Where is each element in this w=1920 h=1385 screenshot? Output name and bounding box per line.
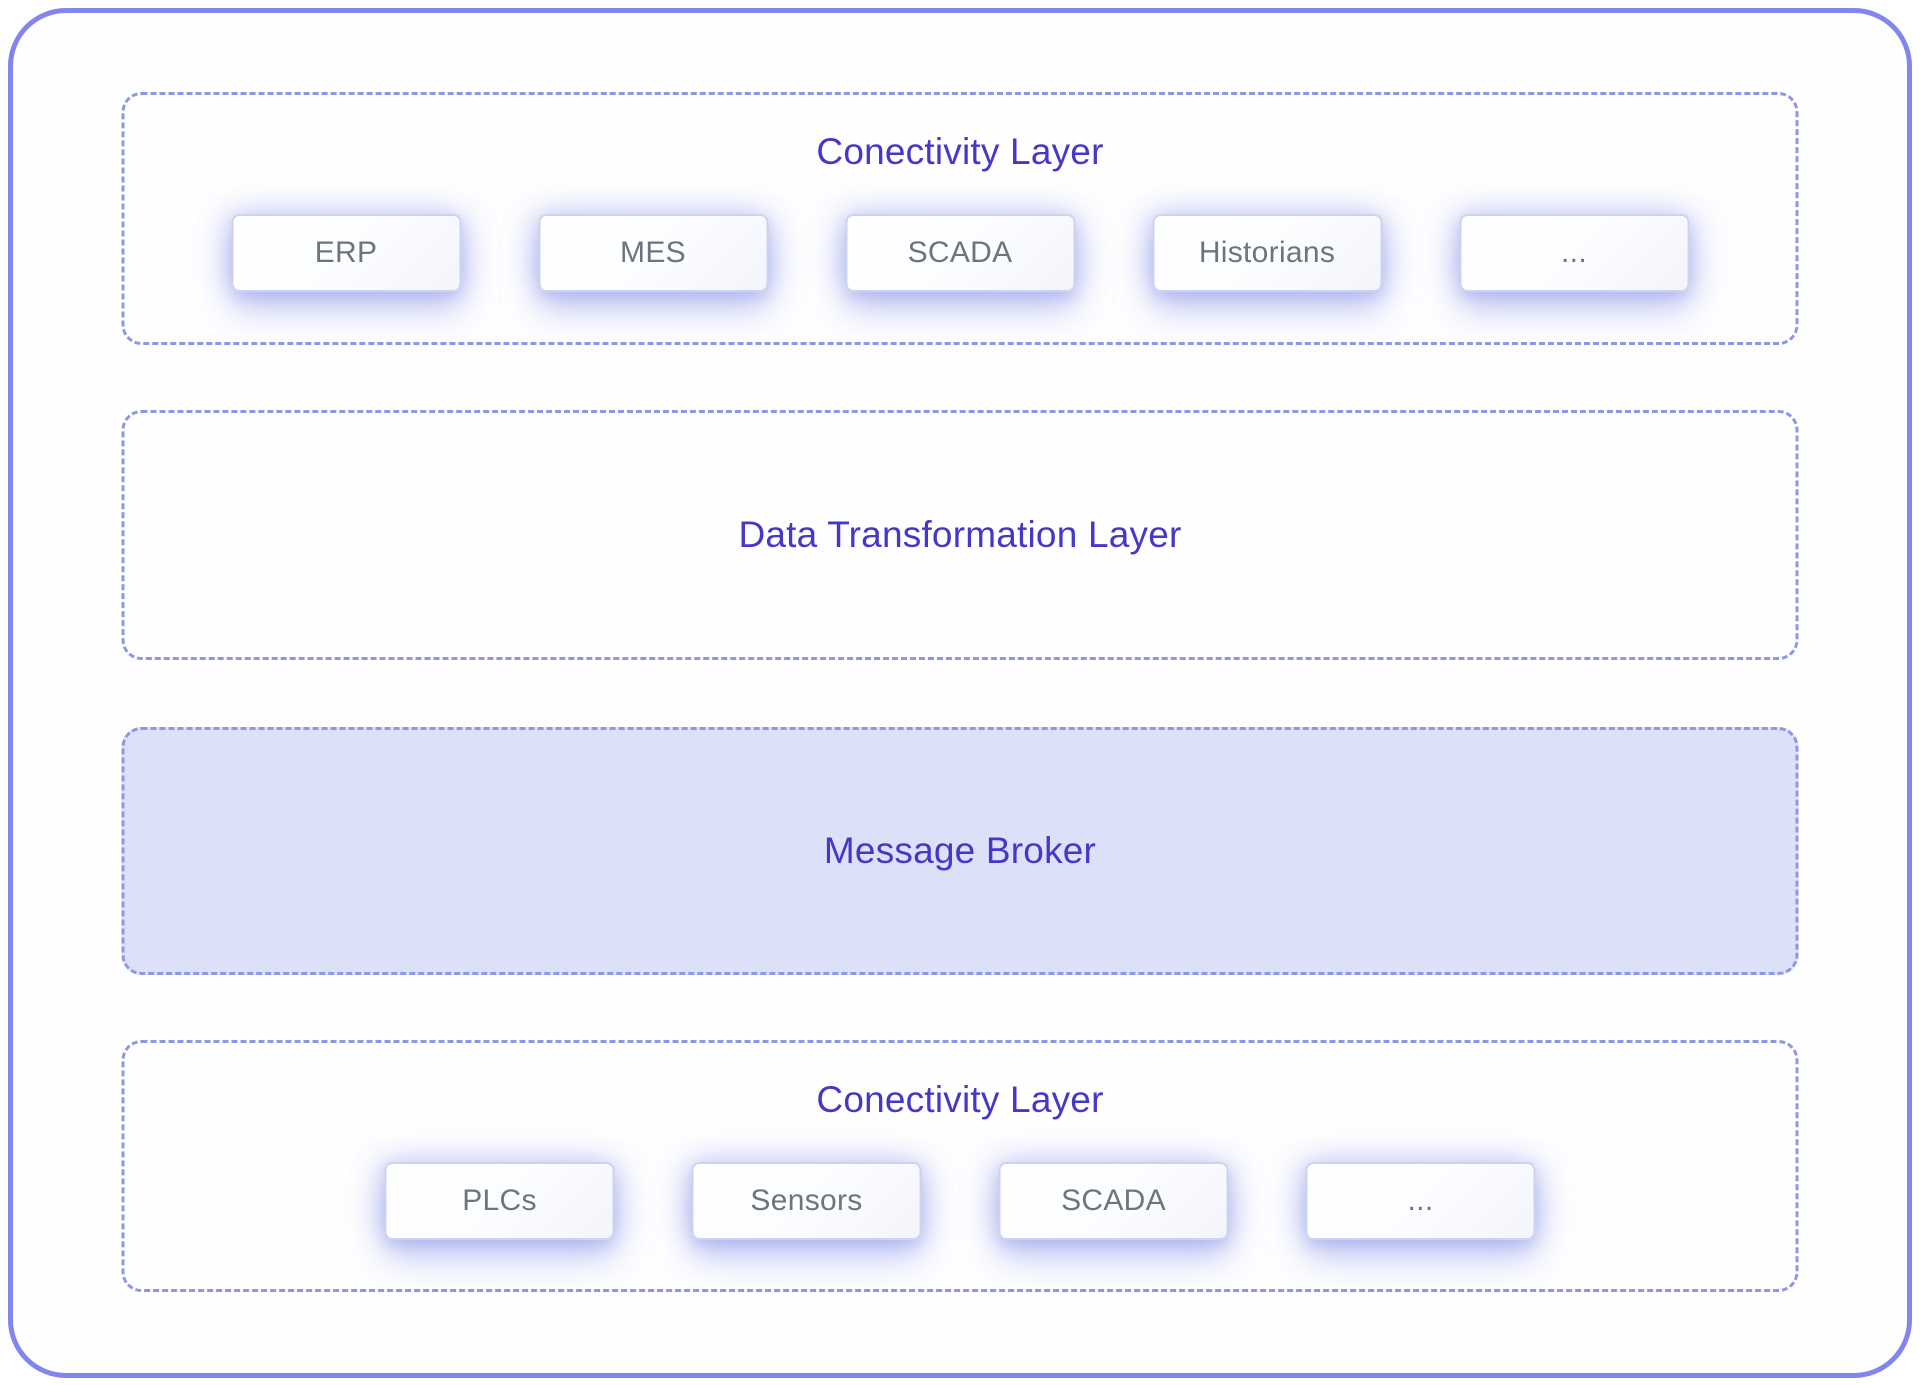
layer-message-broker: Message Broker (121, 727, 1799, 975)
system-chip-ellipsis: ... (1459, 214, 1689, 292)
layer-connectivity-source: Conectivity Layer ERP MES SCADA Historia… (121, 92, 1799, 345)
chip-label: Sensors (750, 1184, 863, 1217)
layer-title: Conectivity Layer (816, 131, 1104, 172)
layer-title: Conectivity Layer (816, 1079, 1104, 1120)
chips-row: ERP MES SCADA Historians ... (125, 214, 1796, 292)
chip-label: ERP (314, 236, 378, 269)
layer-title: Data Transformation Layer (738, 514, 1182, 555)
layer-title: Message Broker (823, 830, 1097, 871)
chip-label: Historians (1198, 236, 1336, 269)
chip-label: SCADA (907, 236, 1013, 269)
system-chip-ellipsis: ... (1305, 1162, 1536, 1240)
diagram-frame: Conectivity Layer ERP MES SCADA Historia… (8, 8, 1912, 1378)
system-chip-scada: SCADA (998, 1162, 1229, 1240)
chip-label: PLCs (462, 1184, 537, 1217)
chip-label: ... (1407, 1184, 1434, 1217)
chips-row: PLCs Sensors SCADA ... (125, 1162, 1796, 1240)
system-chip-sensors: Sensors (691, 1162, 922, 1240)
chip-label: SCADA (1061, 1184, 1166, 1217)
chip-label: MES (620, 236, 686, 269)
layer-data-transformation: Data Transformation Layer (121, 410, 1799, 660)
system-chip-mes: MES (538, 214, 768, 292)
chip-label: ... (1561, 236, 1587, 269)
system-chip-scada: SCADA (845, 214, 1075, 292)
system-chip-historians: Historians (1152, 214, 1382, 292)
system-chip-erp: ERP (231, 214, 461, 292)
system-chip-plcs: PLCs (384, 1162, 615, 1240)
layer-connectivity-target: Conectivity Layer PLCs Sensors SCADA ... (121, 1040, 1799, 1292)
